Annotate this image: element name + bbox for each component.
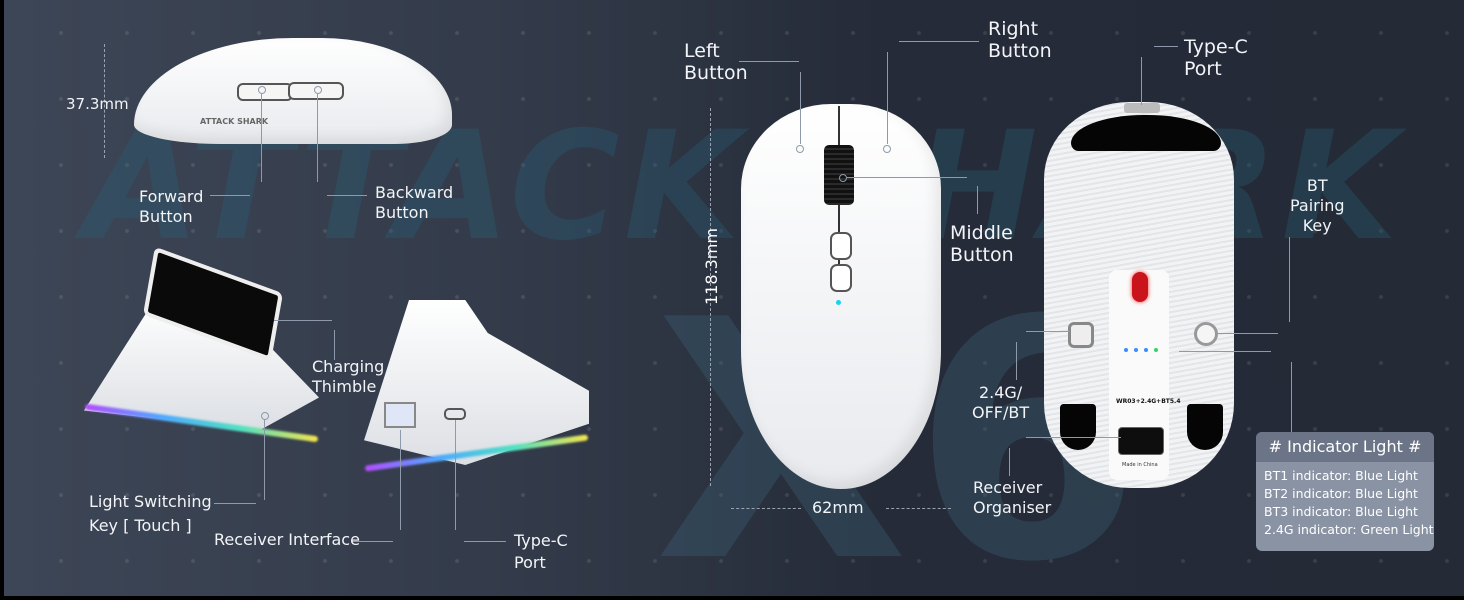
top-skate	[1071, 115, 1221, 151]
receiver-organiser-leader-h	[1026, 437, 1121, 438]
dpi-button-2	[830, 264, 852, 292]
made-in-text: Made in China	[1122, 462, 1158, 468]
mode-leader-v	[1016, 342, 1017, 380]
forward-leader	[261, 94, 262, 182]
bt-pairing-key	[1194, 322, 1218, 346]
right-button-marker	[883, 145, 891, 153]
middle-leader-v	[977, 186, 978, 214]
width-dimension-label: 62mm	[812, 498, 864, 517]
indicator-leader-h	[1179, 351, 1271, 352]
touch-key-leader-h	[214, 503, 256, 504]
bt1-led	[1124, 348, 1128, 352]
backward-leader	[317, 94, 318, 182]
touch-key-marker	[261, 412, 269, 420]
indicator-row: BT3 indicator: Blue Light	[1264, 504, 1418, 519]
usb-c-port	[444, 408, 466, 420]
height-dimension-label: 37.3mm	[66, 95, 129, 113]
receiver-interface-label: Receiver Interface	[214, 530, 360, 549]
length-dimension-label: 118.3mm	[702, 228, 721, 305]
mouse-typec-port	[1124, 103, 1160, 113]
dpi-button-1	[830, 232, 852, 260]
backward-leader-h	[327, 195, 367, 196]
typec-dock-leader	[455, 420, 456, 530]
optical-sensor	[1132, 272, 1148, 302]
indicator-leader-v	[1291, 362, 1292, 432]
mode-switch-label: 2.4G/OFF/BT	[972, 383, 1030, 422]
indicator-row: BT2 indicator: Blue Light	[1264, 486, 1418, 501]
status-led	[836, 300, 841, 305]
height-dimension-line	[104, 44, 105, 158]
middle-button-marker	[839, 174, 847, 182]
left-leader-v	[800, 72, 801, 144]
bt-leader-h	[1216, 333, 1278, 334]
typec-dock-leader-h	[464, 541, 506, 542]
left-leader-h	[739, 61, 799, 62]
middle-leader-h	[847, 177, 967, 178]
charging-leader-v	[334, 330, 335, 360]
indicator-leds	[1124, 348, 1158, 352]
receiver-leader-h	[351, 541, 393, 542]
usb-a-port	[384, 402, 416, 428]
forward-marker	[258, 86, 266, 94]
bt2-led	[1134, 348, 1138, 352]
indicator-row: BT1 indicator: Blue Light	[1264, 468, 1418, 483]
bt3-led	[1144, 348, 1148, 352]
indicator-light-panel: # Indicator Light # BT1 indicator: Blue …	[1256, 432, 1434, 551]
width-dimension-line-right	[886, 508, 951, 509]
width-dimension-line-left	[731, 508, 801, 509]
right-leader-h	[899, 41, 979, 42]
mode-leader-h	[1026, 331, 1070, 332]
left-button-marker	[796, 145, 804, 153]
typec-mouse-leader-h	[1154, 46, 1178, 47]
mode-switch	[1068, 322, 1094, 348]
receiver-slot	[1118, 427, 1164, 455]
charging-leader	[274, 320, 332, 321]
model-text: WR03+2.4G+BT5.4	[1116, 398, 1181, 405]
length-dimension-line	[710, 108, 711, 486]
backward-marker	[314, 86, 322, 94]
side-logo: ATTACK SHARK	[200, 117, 269, 126]
right-leader-v	[887, 52, 888, 144]
receiver-leader	[400, 430, 401, 530]
left-skate	[1060, 404, 1096, 450]
forward-leader-h	[210, 195, 250, 196]
receiver-organiser-leader-v	[1009, 448, 1010, 476]
product-diagram: ATTACK SHARK X6 37.3mm ATTACK SHARK Forw…	[4, 0, 1464, 596]
indicator-panel-title: # Indicator Light #	[1256, 432, 1434, 462]
indicator-row: 2.4G indicator: Green Light	[1264, 522, 1434, 537]
touch-key-leader	[264, 420, 265, 500]
bt-leader-v	[1289, 237, 1290, 322]
typec-mouse-leader-v	[1141, 57, 1142, 105]
24g-led	[1154, 348, 1158, 352]
right-skate	[1187, 404, 1223, 450]
